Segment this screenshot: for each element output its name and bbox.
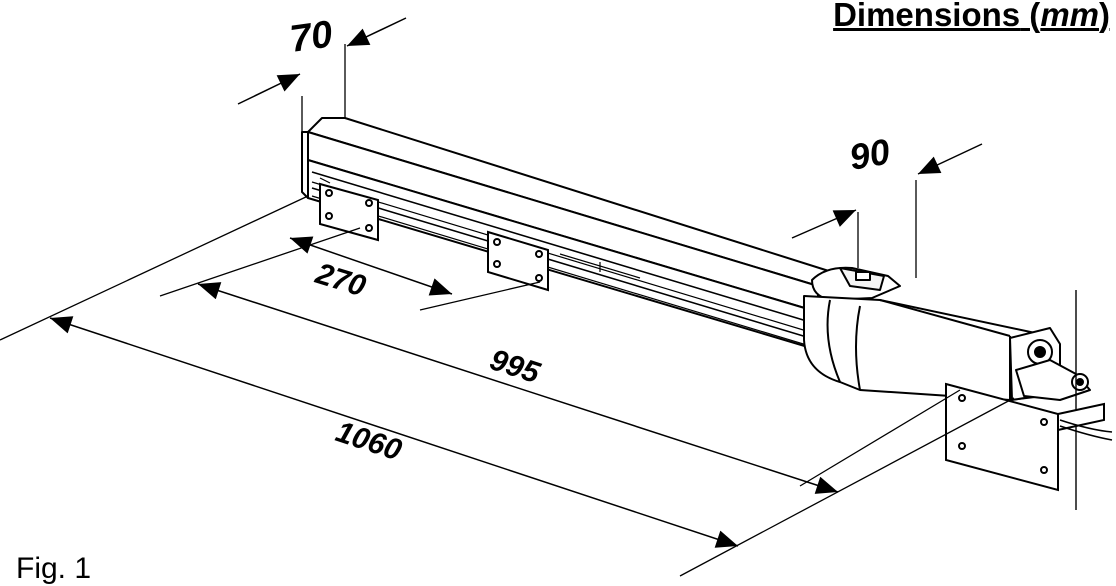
dimension-lines [49, 17, 983, 548]
title-text: Dimensions [833, 0, 1021, 33]
actuator-beam [301, 117, 833, 351]
diagram-title: Dimensions (mm) [833, 0, 1110, 34]
motor-housing [803, 266, 1091, 510]
dim-label-1060: 1060 [332, 415, 406, 467]
title-paren-close: ) [1099, 0, 1110, 33]
title-unit: mm [1040, 0, 1099, 33]
dim-label-90: 90 [846, 131, 893, 178]
dim-label-70: 70 [287, 13, 335, 60]
dim-label-995: 995 [486, 343, 545, 390]
dim-label-270: 270 [311, 257, 370, 304]
title-paren-open: ( [1020, 0, 1041, 33]
end-mounting-plate [945, 382, 1113, 492]
beam-bracket-left [319, 182, 379, 242]
figure-label: Fig. 1 [16, 552, 92, 585]
